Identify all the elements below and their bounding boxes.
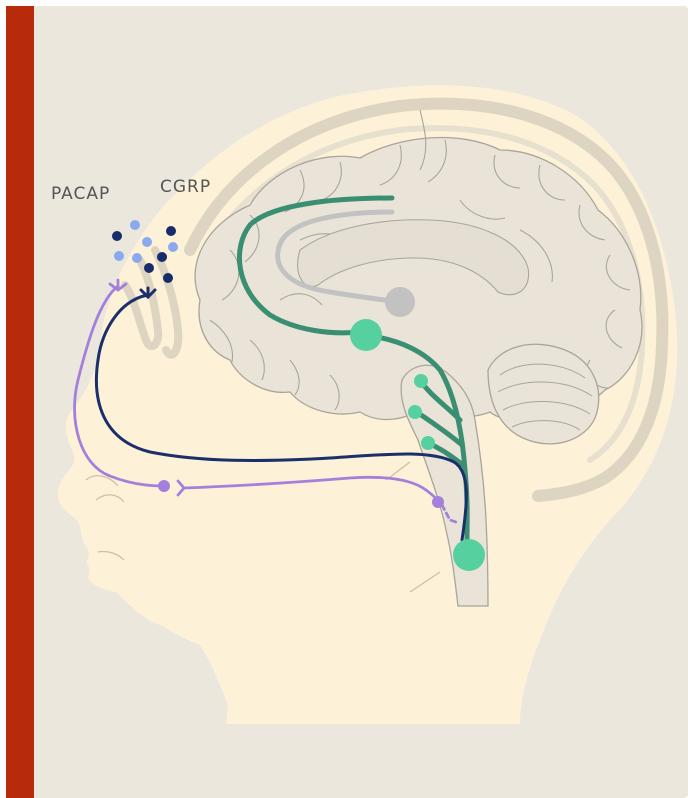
pacap-brainstem-node [432,496,444,508]
pacap-dot [114,251,124,261]
brainstem-node-upper [414,374,428,388]
cgrp-label: CGRP [160,177,211,197]
cgrp-dot [166,226,176,236]
brainstem-node-middle [408,405,422,419]
trigeminal-nucleus-node [453,539,485,571]
pacap-ganglion-node [158,480,170,492]
pacap-dot [142,237,152,247]
pacap-dot [168,242,178,252]
thalamus-node [385,287,415,317]
pacap-dot [132,253,142,263]
cgrp-dot [157,252,167,262]
brainstem-node-lower [421,436,435,450]
hypothalamus-node [350,319,382,351]
cgrp-dot [112,231,122,241]
cgrp-dot [144,263,154,273]
pacap-dot [130,220,140,230]
cgrp-dot [163,273,173,283]
pacap-label: PACAP [51,184,110,204]
